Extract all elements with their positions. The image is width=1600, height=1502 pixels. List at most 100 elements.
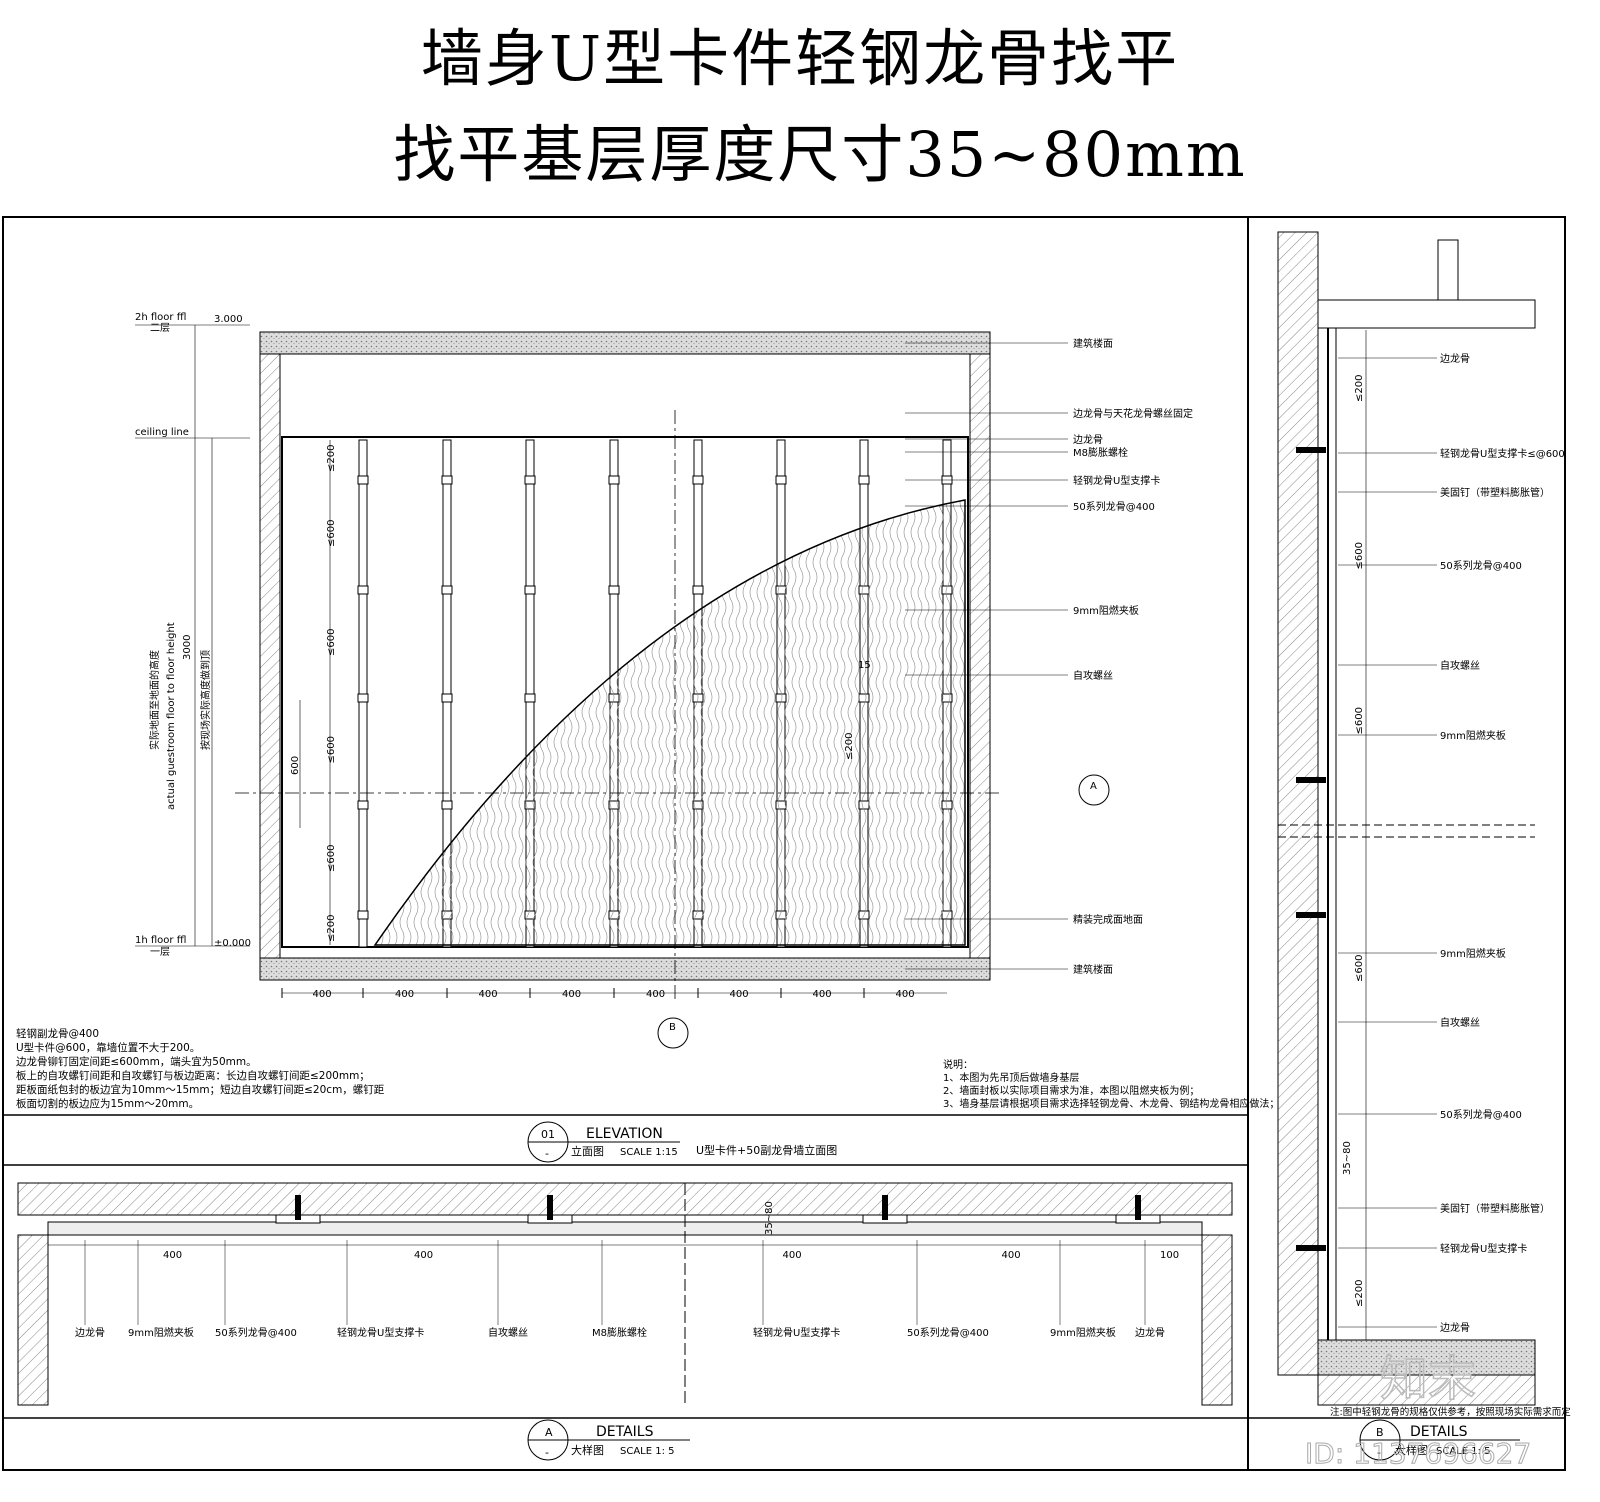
note-left: 边龙骨铆钉固定间距≤600mm，端头宜为50mm。 — [16, 1055, 257, 1068]
level-1f-cn: 一层 — [150, 946, 170, 958]
elevation-view: 2h floor ffl 二层 3.000 ceiling line 1h fl… — [16, 312, 1279, 1163]
level-1f-elev: ±0.000 — [214, 938, 251, 949]
detail-label: 轻钢龙骨U型支撑卡 — [753, 1326, 840, 1339]
detail-a-title: DETAILS — [596, 1424, 654, 1440]
dim-15: 15 — [858, 660, 871, 671]
u-clip — [441, 800, 453, 810]
anchor-bolt — [882, 1195, 888, 1220]
u-clip — [357, 910, 369, 920]
svg-text:-: - — [545, 1446, 549, 1459]
note-right: 说明： — [943, 1058, 973, 1071]
section-label: 50系列龙骨@400 — [1440, 559, 1522, 572]
detail-label: 自攻螺丝 — [488, 1326, 528, 1339]
right-wall — [969, 353, 991, 959]
dim-600: 600 — [290, 756, 301, 775]
bottom-dim: 400 — [730, 989, 749, 1000]
section-mark-a: A — [1078, 774, 1110, 806]
level-2f-elev: 3.000 — [214, 314, 243, 325]
lower-floor-slab — [259, 957, 991, 981]
level-2f-label: 2h floor ffl — [135, 312, 186, 323]
svg-text:A: A — [545, 1426, 553, 1439]
height-label-cn: 实际地面至地面的高度 — [148, 650, 161, 750]
svg-text:-: - — [545, 1147, 549, 1160]
bottom-dim: 400 — [813, 989, 832, 1000]
detail-label: 50系列龙骨@400 — [215, 1326, 297, 1339]
vertical-dim: ≤600 — [326, 520, 337, 547]
title-line-1: 墙身U型卡件轻钢龙骨找平 — [420, 22, 1180, 95]
section-label: 自攻螺丝 — [1440, 659, 1480, 672]
anchor-screw — [1296, 1245, 1326, 1251]
level-1f-label: 1h floor ffl — [135, 935, 186, 946]
u-clip — [608, 585, 620, 595]
u-clip — [775, 475, 787, 485]
vertical-dim: ≤600 — [326, 845, 337, 872]
u-clip — [692, 475, 704, 485]
detail-b-title-block: B - DETAILS 大样图 SCALE 1: 5 — [1359, 1419, 1520, 1461]
vertical-dim: ≤600 — [326, 629, 337, 656]
anchor-screw — [1296, 447, 1326, 453]
bottom-dim: 400 — [562, 989, 581, 1000]
section-label: 轻钢龙骨U型支撑卡 — [1440, 1242, 1527, 1255]
callout-label: 边龙骨 — [1073, 433, 1103, 446]
detail-label: 边龙骨 — [75, 1326, 105, 1339]
detail-label: 轻钢龙骨U型支撑卡 — [337, 1326, 424, 1339]
detail-dim: 400 — [414, 1250, 433, 1261]
note-left: 板上的自攻螺钉间距和自攻螺钉与板边距离：长边自攻螺钉间距≤200mm； — [16, 1069, 370, 1082]
svg-text:SCALE 1: 5: SCALE 1: 5 — [1436, 1446, 1491, 1457]
u-clip — [524, 475, 536, 485]
elevation-title: ELEVATION — [586, 1126, 663, 1142]
section-dim: ≤200 — [1354, 375, 1365, 402]
section-label: 美固钉（带塑料膨胀管） — [1440, 1202, 1550, 1215]
callout-label: 9mm阻燃夹板 — [1073, 604, 1139, 617]
u-clip — [441, 475, 453, 485]
elevation-title-block: 01 - ELEVATION 立面图 SCALE 1:15 U型卡件+50副龙骨… — [527, 1121, 837, 1163]
u-clip — [441, 585, 453, 595]
detail-b-title: DETAILS — [1410, 1424, 1468, 1440]
callout-label: 轻钢龙骨U型支撑卡 — [1073, 474, 1160, 487]
u-clip — [608, 475, 620, 485]
section-thickness: 35~80 — [1342, 1141, 1353, 1175]
u-clip — [357, 693, 369, 703]
svg-text:B: B — [669, 1022, 676, 1033]
detail-thickness: 35~80 — [764, 1201, 775, 1235]
section-dim: ≤600 — [1354, 707, 1365, 734]
note-left: 轻钢副龙骨@400 — [16, 1027, 99, 1040]
watermark-logo: 知末 — [1380, 1351, 1476, 1407]
detail-dim: 100 — [1160, 1250, 1179, 1261]
detail-label: 9mm阻燃夹板 — [128, 1326, 194, 1339]
section-dim: ≤200 — [1354, 1280, 1365, 1307]
section-label: 9mm阻燃夹板 — [1440, 947, 1506, 960]
u-clip — [524, 585, 536, 595]
bottom-dim: 400 — [646, 989, 665, 1000]
section-label: 轻钢龙骨U型支撑卡≤@600 — [1440, 447, 1565, 460]
note-left: 距板面纸包封的板边宜为10mm～15mm；短边自攻螺钉间距≤20cm，螺钉距 — [16, 1083, 385, 1096]
bottom-dim: 400 — [313, 989, 332, 1000]
svg-text:SCALE 1:15: SCALE 1:15 — [620, 1147, 678, 1158]
section-label: 边龙骨 — [1440, 1321, 1470, 1334]
bottom-dim: 400 — [479, 989, 498, 1000]
svg-text:-: - — [1377, 1446, 1381, 1459]
callout-label: 建筑楼面 — [1073, 337, 1113, 350]
section-note: 注:图中轻钢龙骨的规格仅供参考，按照现场实际需求而定 — [1330, 1406, 1571, 1418]
callout-label: 边龙骨与天花龙骨螺丝固定 — [1073, 407, 1193, 420]
section-dim: ≤600 — [1354, 955, 1365, 982]
svg-text:B: B — [1376, 1426, 1384, 1439]
anchor-screw — [1296, 777, 1326, 783]
section-label: 美固钉（带塑料膨胀管） — [1440, 486, 1550, 499]
height-value: 3000 — [182, 635, 193, 660]
u-clip — [524, 693, 536, 703]
note-right: 2、墙面封板以实际项目需求为准，本图以阻燃夹板为例； — [943, 1084, 1199, 1097]
height-label-en: actual guestroom floor to floor height — [166, 622, 177, 810]
detail-label: 50系列龙骨@400 — [907, 1326, 989, 1339]
bottom-dim: 400 — [395, 989, 414, 1000]
dim-screw-200: ≤200 — [844, 733, 855, 760]
edge-runner — [281, 436, 969, 948]
detail-dim: 400 — [1002, 1250, 1021, 1261]
section-label: 自攻螺丝 — [1440, 1016, 1480, 1029]
ceiling-line-label: ceiling line — [135, 427, 189, 438]
detail-b-view: ≤200≤600≤600≤600≤200 35~80 边龙骨轻钢龙骨U型支撑卡≤… — [1277, 231, 1571, 1461]
section-label: 边龙骨 — [1440, 352, 1470, 365]
